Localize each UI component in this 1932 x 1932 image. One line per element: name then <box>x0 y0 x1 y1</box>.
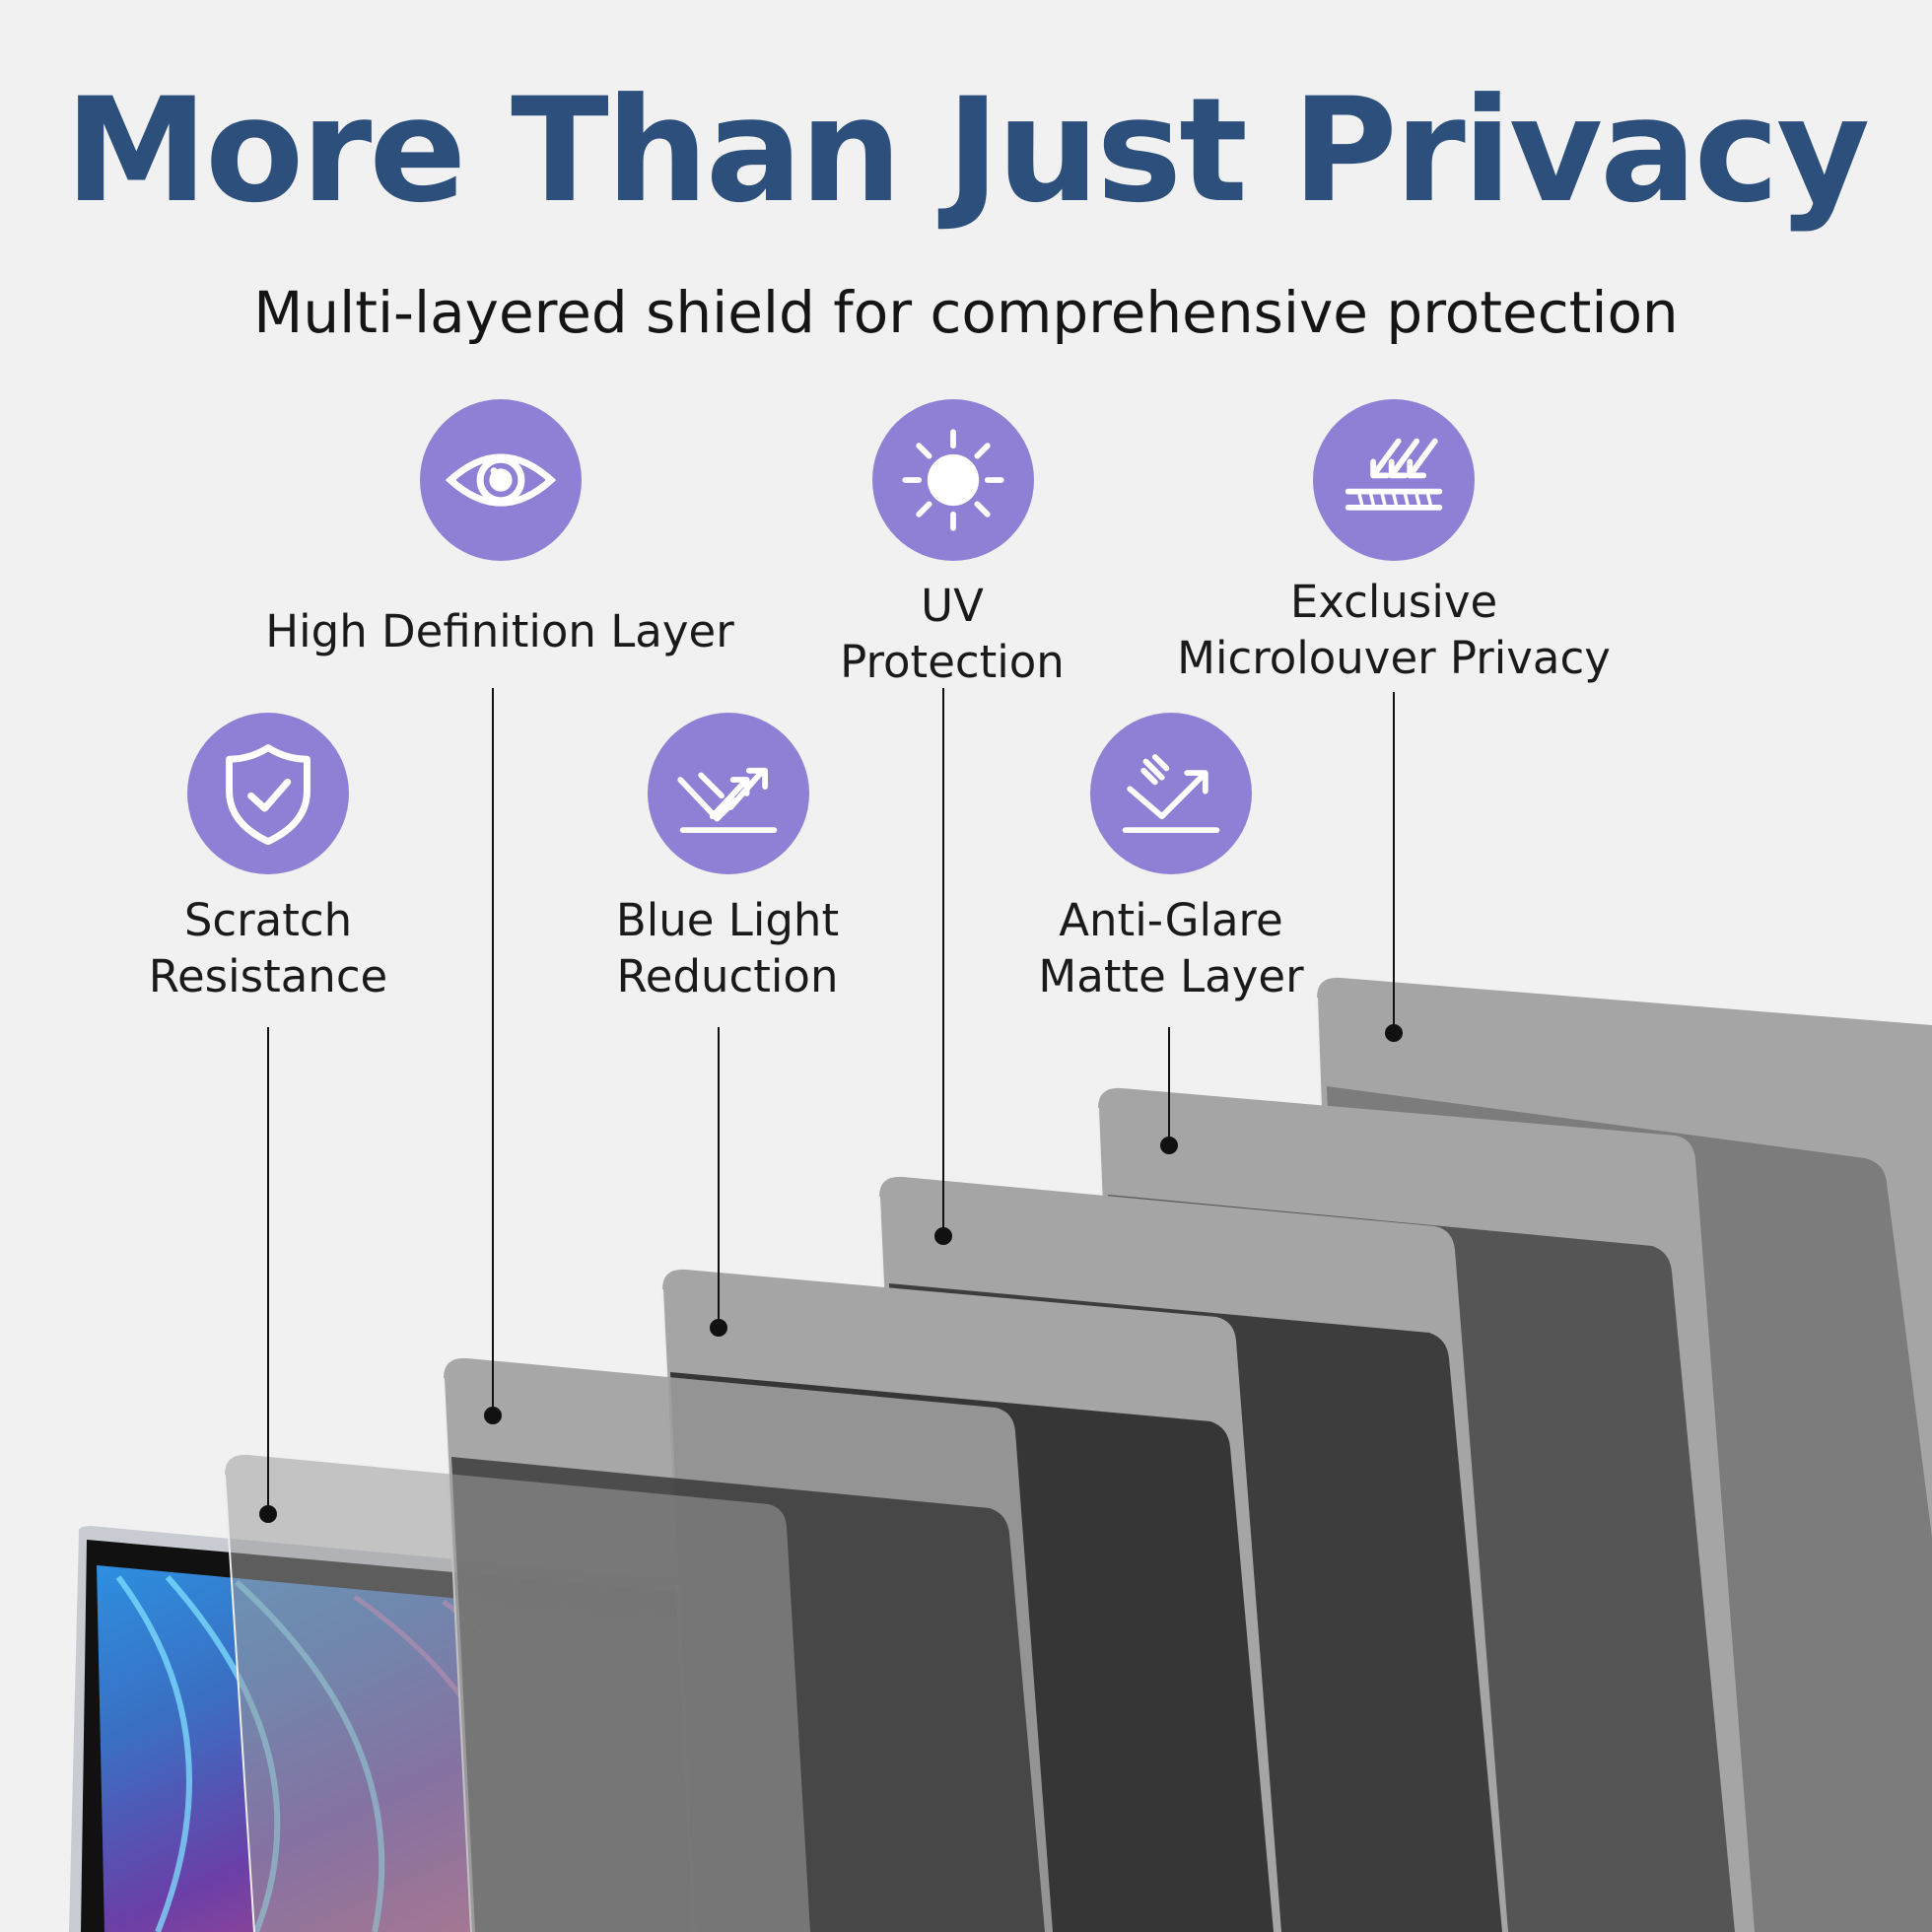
feature-label-microlouver: Exclusive Microlouver Privacy <box>1177 576 1611 684</box>
page-title: More Than Just Privacy <box>64 67 1871 235</box>
feature-label-blue-light: Blue Light Reduction <box>615 894 840 1002</box>
glare-reflect-icon <box>1090 713 1252 874</box>
microlouver-icon <box>1313 399 1475 561</box>
feature-label-anti-glare: Anti-Glare Matte Layer <box>1038 894 1304 1002</box>
leader-dot-bluelight <box>710 1319 727 1337</box>
leader-dot-scratch <box>259 1505 277 1523</box>
feature-label-high-definition: High Definition Layer <box>265 605 734 657</box>
eye-icon <box>420 399 582 561</box>
leader-dot-antiglare <box>1160 1137 1178 1154</box>
leader-dot-hd <box>484 1407 502 1424</box>
filter-layer-1 <box>224 1454 810 1932</box>
leader-dot-privacy <box>1385 1024 1403 1042</box>
feature-label-uv-protection: UV Protection <box>840 580 1065 688</box>
feature-label-scratch-resistance: Scratch Resistance <box>148 894 388 1002</box>
leader-dot-uv <box>934 1227 952 1245</box>
page-subtitle: Multi-layered shield for comprehensive p… <box>253 279 1679 346</box>
shield-check-icon <box>187 713 349 874</box>
sun-icon <box>872 399 1034 561</box>
deflect-arrows-icon <box>648 713 809 874</box>
